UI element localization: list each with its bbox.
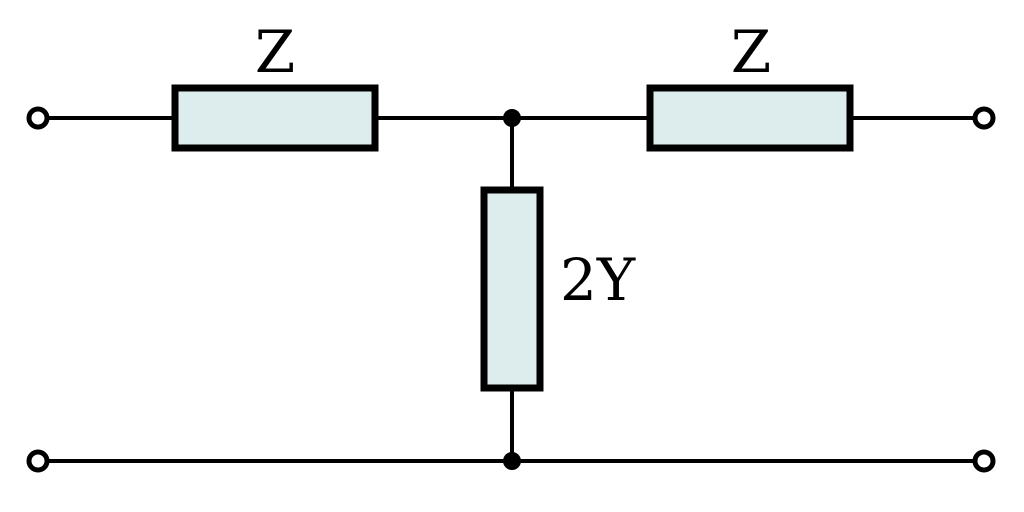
terminal-top-left bbox=[26, 106, 50, 130]
shunt-admittance-box bbox=[480, 186, 544, 392]
right-impedance-label: Z bbox=[731, 18, 771, 86]
left-impedance-box bbox=[171, 84, 379, 152]
right-impedance-box bbox=[646, 84, 854, 152]
top-junction-node bbox=[503, 109, 521, 127]
terminal-bottom-right bbox=[972, 449, 996, 473]
shunt-admittance-label: 2Y bbox=[560, 246, 636, 314]
left-impedance-label: Z bbox=[255, 18, 295, 86]
terminal-bottom-left bbox=[26, 449, 50, 473]
terminal-top-right bbox=[972, 106, 996, 130]
bottom-junction-node bbox=[503, 452, 521, 470]
